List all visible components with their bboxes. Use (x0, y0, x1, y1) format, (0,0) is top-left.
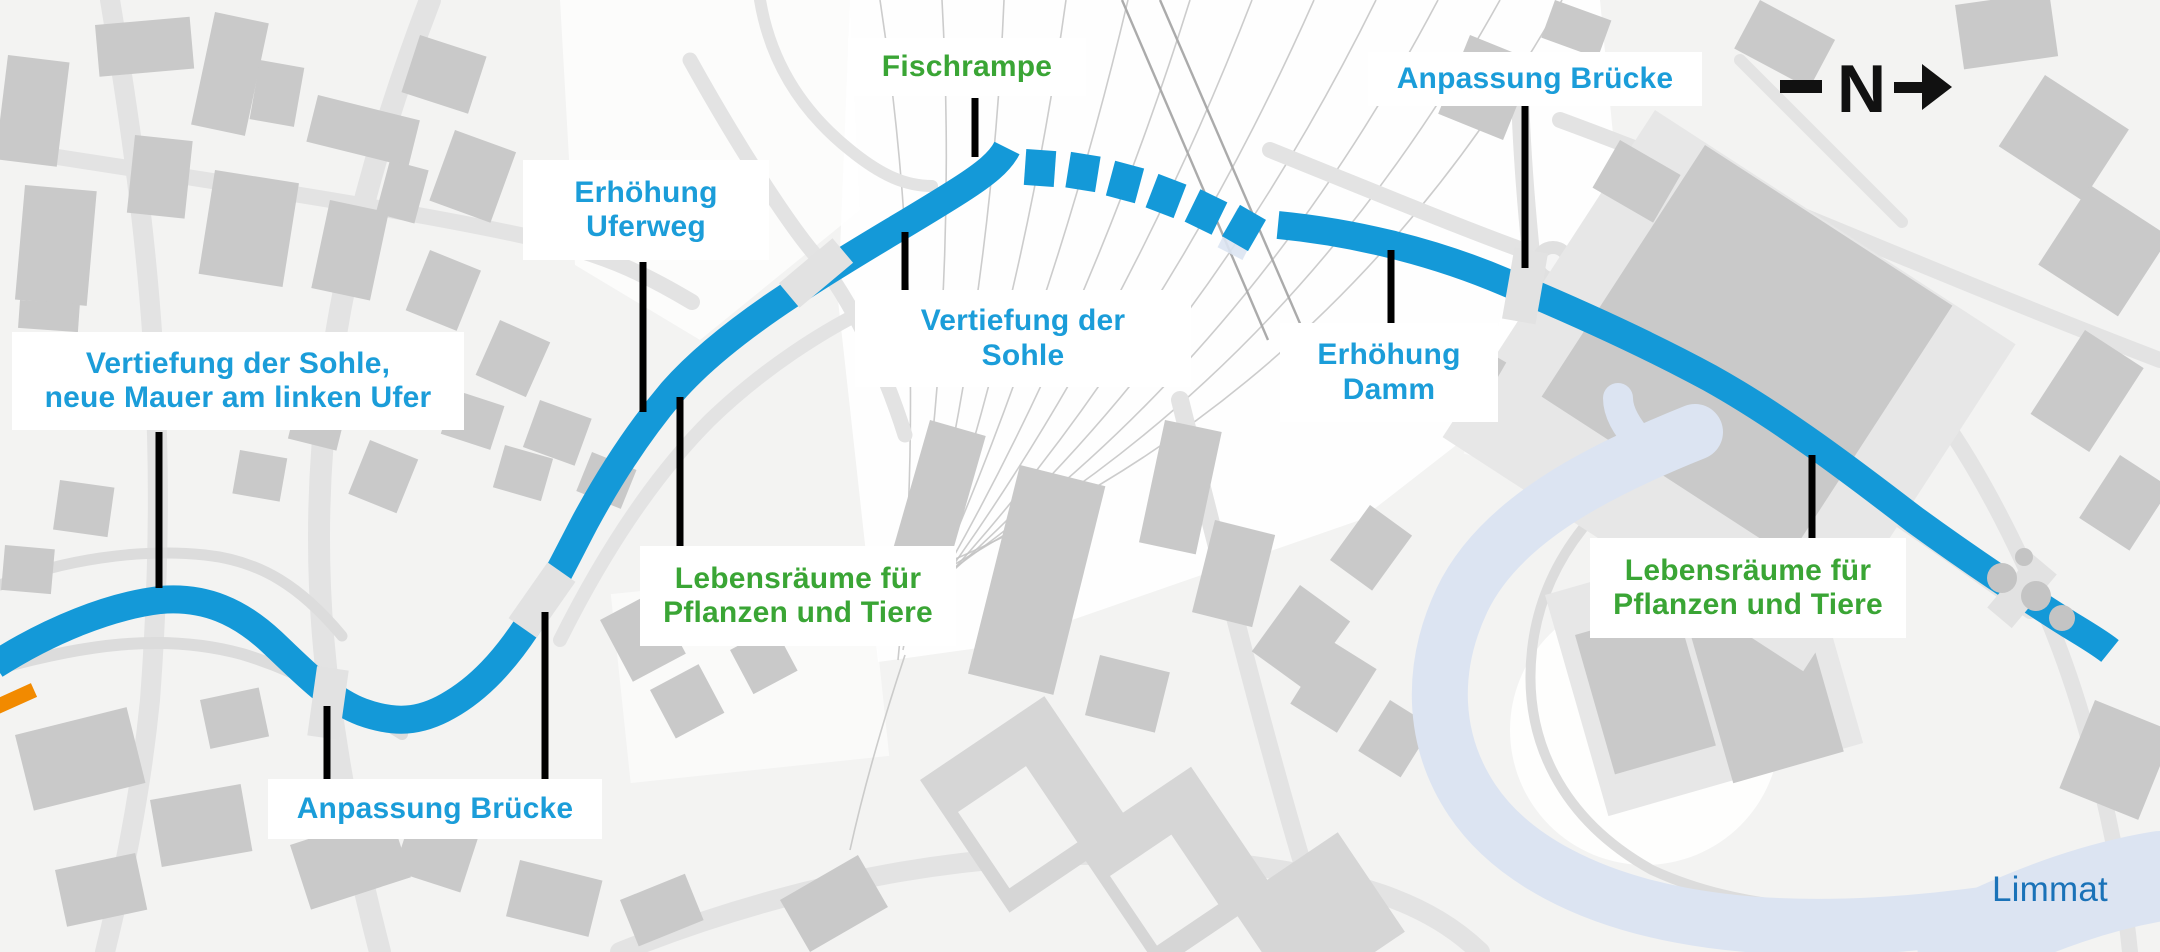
label-line: Lebensräume für (674, 561, 922, 595)
label-vertiefung-sohle-mitte: Vertiefung der Sohle (855, 290, 1191, 387)
label-line: Vertiefung der (920, 304, 1126, 337)
label-line: Erhöhung (1317, 338, 1461, 371)
label-vertiefung-sohle-mauer: Vertiefung der Sohle, neue Mauer am link… (12, 332, 464, 430)
label-line: Erhöhung (574, 175, 718, 209)
label-erhoehung-uferweg: Erhöhung Uferweg (523, 160, 769, 260)
north-arrow: N (1780, 51, 1952, 127)
label-anpassung-bruecke-oben: Anpassung Brücke (1368, 52, 1702, 106)
label-line: Lebensräume für (1624, 553, 1872, 587)
label-erhoehung-damm: Erhöhung Damm (1280, 323, 1498, 422)
label-line: Anpassung Brücke (296, 791, 574, 825)
label-line: Vertiefung der Sohle, (85, 346, 391, 380)
leader-lines (155, 98, 1816, 779)
bridges (307, 238, 2057, 740)
label-anpassung-bruecke-unten: Anpassung Brücke (268, 779, 602, 839)
label-fischrampe: Fischrampe (848, 38, 1086, 96)
north-dash (1780, 80, 1822, 93)
north-arrow-head (1922, 64, 1952, 110)
north-label: N (1837, 51, 1886, 127)
label-line: Fischrampe (881, 49, 1053, 83)
label-line: Limmat (1992, 869, 2108, 909)
north-arrow-shaft (1894, 82, 1922, 93)
label-line: Uferweg (586, 210, 706, 243)
label-line: Damm (1342, 372, 1436, 406)
label-line: Pflanzen und Tiere (663, 596, 933, 629)
channel-dashed-section (1023, 148, 1266, 252)
orange-channel-segment (0, 683, 38, 714)
label-limmat: Limmat (1985, 868, 2115, 912)
label-lebensraeume-rechts: Lebensräume für Pflanzen und Tiere (1590, 538, 1906, 638)
label-line: Sohle (981, 338, 1065, 372)
label-line: Anpassung Brücke (1396, 61, 1674, 95)
label-line: Pflanzen und Tiere (1613, 588, 1883, 621)
storage-tanks (1987, 548, 2075, 631)
channel-solid-right (1276, 211, 2119, 663)
label-line: neue Mauer am linken Ufer (44, 381, 432, 414)
limmat-river (1217, 208, 2160, 952)
label-lebensraeume-links: Lebensräume für Pflanzen und Tiere (640, 546, 956, 646)
